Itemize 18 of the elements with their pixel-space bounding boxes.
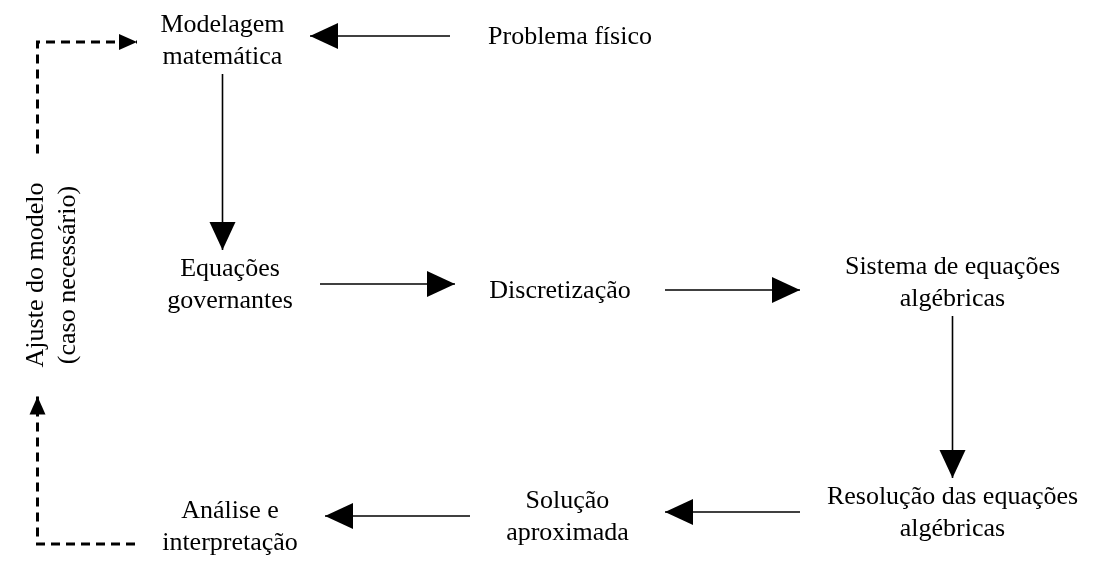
dashed-arrow <box>29 396 135 546</box>
step-label: Ajuste do modelo (caso necessário) <box>18 181 82 370</box>
step-label: Resolução das equações algébricas <box>825 480 1080 544</box>
arrow <box>309 23 451 49</box>
arrow <box>664 277 801 303</box>
dashed-arrow <box>36 34 137 154</box>
step-label: Sistema de equações algébricas <box>843 250 1062 314</box>
arrow <box>939 315 966 479</box>
arrow <box>319 271 456 297</box>
arrow <box>209 73 236 251</box>
arrow <box>324 503 471 529</box>
step-label: Equações governantes <box>166 252 294 316</box>
step-label: Solução aproximada <box>505 484 630 548</box>
step-label: Discretização <box>488 274 632 306</box>
step-label: Problema físico <box>487 20 653 52</box>
arrow <box>664 499 801 525</box>
step-label: Modelagem matemática <box>159 8 286 72</box>
step-label: Análise e interpretação <box>161 494 299 558</box>
